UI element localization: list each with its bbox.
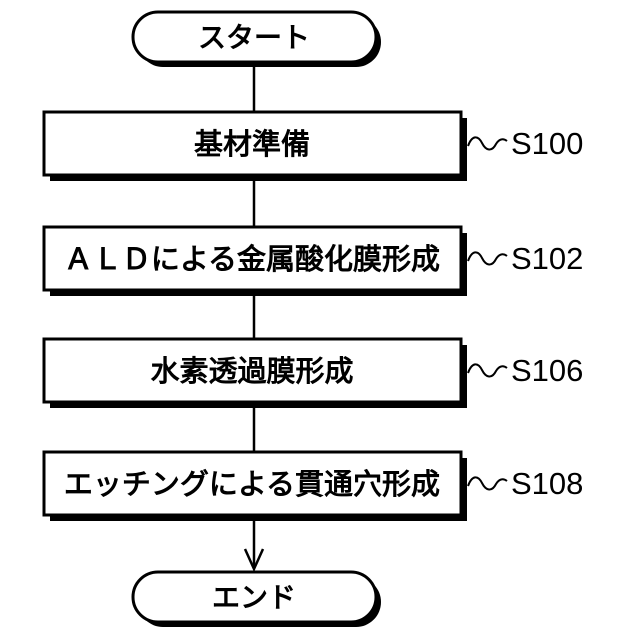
step2-box: [42, 225, 463, 292]
step1-reference-label: S100: [511, 126, 583, 161]
step4-reference-label: S108: [511, 466, 583, 501]
step1-box-label: 基材準備: [194, 127, 310, 161]
end-terminator-label: エンド: [212, 582, 296, 613]
step2-box-label: ＡＬＤによる金属酸化膜形成: [64, 242, 440, 276]
step4-box: [42, 450, 463, 517]
arrow-head-icon: [243, 548, 265, 573]
start-terminator-label: スタート: [198, 22, 310, 53]
step2-reference-label: S102: [511, 241, 583, 276]
step1-box: [42, 110, 463, 177]
end-terminator: [131, 570, 378, 624]
step3-box-label: 水素透過膜形成: [150, 355, 353, 388]
step4-reference-squiggle-icon: [467, 476, 508, 491]
step3-box: [42, 337, 463, 404]
step3-reference-label: S106: [511, 353, 583, 388]
start-terminator: [131, 10, 378, 64]
step1-reference-squiggle-icon: [467, 136, 508, 151]
step4-box-label: エッチングによる貫通穴形成: [64, 468, 440, 501]
step2-reference-squiggle-icon: [467, 251, 508, 266]
step3-reference-squiggle-icon: [467, 363, 508, 378]
